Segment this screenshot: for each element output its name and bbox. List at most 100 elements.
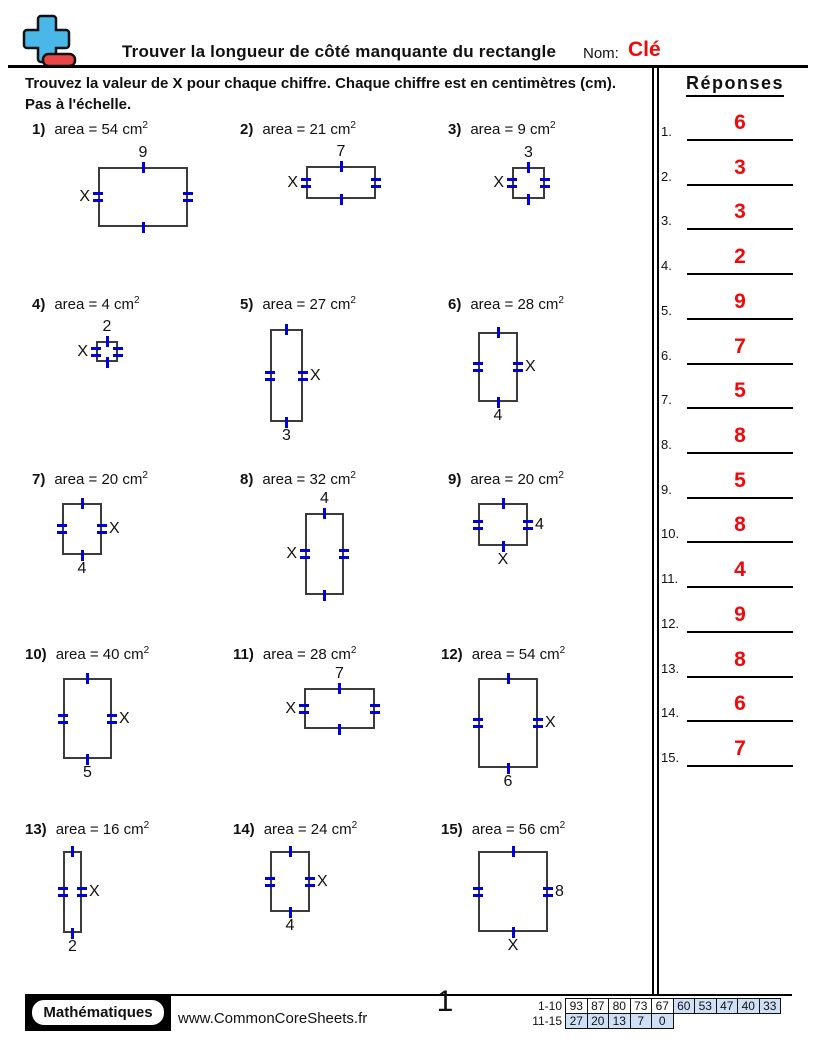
answer-value-11: 4	[734, 558, 746, 581]
name-value-key: Clé	[628, 38, 661, 61]
problem-area-label: area = 27 cm	[262, 296, 351, 313]
rectangle-figure-10	[63, 678, 112, 759]
rectangle-figure-7	[62, 503, 102, 555]
side-label-left: X	[286, 545, 297, 562]
problem-number: 7)	[32, 471, 46, 488]
area-superscript: 2	[133, 295, 140, 306]
problem-area-label: area = 4 cm	[54, 296, 134, 313]
problem-area-label: area = 40 cm	[55, 646, 144, 663]
tick-mark-left-1	[299, 703, 309, 707]
tick-mark-right-2	[107, 720, 117, 724]
problem-area-label: area = 20 cm	[54, 471, 143, 488]
tick-mark-right-2	[513, 369, 523, 372]
tick-mark-right-2	[113, 353, 123, 357]
side-label-bottom: X	[497, 551, 509, 568]
answer-blank-line	[687, 273, 793, 275]
answer-blank-line	[687, 541, 793, 543]
tick-mark-right-2	[540, 185, 550, 188]
problem-area-label: area = 21 cm	[262, 121, 351, 138]
problem-number: 4)	[32, 296, 46, 313]
score-range-label-2: 11-15	[532, 1014, 562, 1028]
tick-mark-right-2	[305, 883, 315, 887]
tick-mark-right-2	[183, 199, 193, 202]
problem-head-1: 1)area = 54 cm2	[32, 120, 148, 138]
tick-mark-right-1	[113, 346, 123, 350]
problem-head-14: 14)area = 24 cm2	[233, 820, 357, 838]
answer-value-1: 6	[734, 111, 746, 134]
tick-mark-left-1	[91, 346, 101, 350]
tick-mark-left-2	[58, 894, 68, 897]
problem-area-label: area = 20 cm	[470, 471, 559, 488]
problem-number: 14)	[233, 821, 255, 838]
answer-value-2: 3	[734, 156, 746, 179]
problem-area-label: area = 9 cm	[470, 121, 550, 138]
rectangle-figure-8	[305, 513, 344, 595]
answer-blank-line	[687, 676, 793, 678]
side-label-bottom: 5	[83, 764, 92, 781]
problem-number: 12)	[441, 646, 463, 663]
problem-area-label: area = 28 cm	[262, 646, 351, 663]
tick-mark-right-2	[298, 377, 308, 381]
problem-number: 10)	[25, 646, 47, 663]
side-label-top: 9	[138, 144, 148, 161]
tick-mark-left-1	[265, 876, 275, 880]
problem-head-5: 5)area = 27 cm2	[240, 295, 356, 313]
area-superscript: 2	[143, 820, 150, 831]
answer-blank-line	[687, 631, 793, 633]
tick-mark-right-1	[97, 524, 107, 527]
answer-number-10: 10.	[661, 526, 680, 541]
answer-blank-line	[687, 139, 793, 141]
answer-value-4: 2	[734, 245, 746, 268]
tick-mark-top	[323, 507, 326, 519]
answer-blank-line	[687, 318, 793, 320]
tick-mark-bottom	[501, 540, 505, 552]
problem-number: 2)	[240, 121, 254, 138]
side-label-left: X	[287, 173, 298, 191]
tick-mark-left-1	[300, 549, 310, 552]
answer-blank-line	[687, 720, 793, 722]
answer-number-11: 11.	[661, 571, 679, 586]
problem-head-15: 15)area = 56 cm2	[441, 820, 565, 838]
score-cell: 53	[694, 998, 717, 1014]
problem-area-label: area = 54 cm	[54, 121, 143, 138]
side-label-top: 7	[336, 143, 346, 160]
side-label-top: 4	[320, 490, 329, 507]
side-label-bottom: 6	[503, 773, 513, 790]
tick-mark-top	[80, 497, 84, 509]
tick-mark-left-2	[265, 883, 275, 887]
problem-head-8: 8)area = 32 cm2	[240, 470, 356, 488]
answer-blank-line	[687, 765, 793, 767]
rectangle-figure-15	[478, 851, 548, 932]
tick-mark-left-2	[299, 710, 309, 714]
tick-mark-bottom	[86, 753, 89, 765]
problem-number: 15)	[441, 821, 463, 838]
answer-value-5: 9	[734, 290, 746, 313]
tick-mark-right-1	[107, 713, 117, 717]
answer-blank-line	[687, 497, 793, 499]
tick-mark-bottom	[339, 193, 343, 205]
side-label-right: X	[119, 709, 130, 727]
tick-mark-left-1	[473, 519, 483, 523]
tick-mark-left-2	[473, 526, 483, 530]
tick-mark-left-1	[57, 524, 67, 527]
score-cell: 67	[651, 998, 674, 1014]
answer-value-3: 3	[734, 200, 746, 223]
tick-mark-left-2	[473, 369, 483, 372]
answer-value-7: 5	[734, 379, 746, 402]
tick-mark-right-2	[370, 710, 380, 714]
answer-number-7: 7.	[661, 392, 672, 407]
problem-head-9: 9)area = 20 cm2	[448, 470, 564, 488]
tick-mark-right-1	[533, 718, 543, 721]
tick-mark-right-1	[543, 886, 553, 890]
website-text: www.CommonCoreSheets.fr	[178, 1010, 368, 1027]
tick-mark-bottom	[80, 549, 84, 561]
problem-head-6: 6)area = 28 cm2	[448, 295, 564, 313]
area-superscript: 2	[559, 820, 566, 831]
score-cell: 33	[758, 998, 781, 1014]
problem-area-label: area = 28 cm	[470, 296, 559, 313]
tick-mark-left-2	[301, 184, 311, 188]
answer-number-4: 4.	[661, 258, 672, 273]
tick-mark-right-2	[371, 184, 381, 188]
